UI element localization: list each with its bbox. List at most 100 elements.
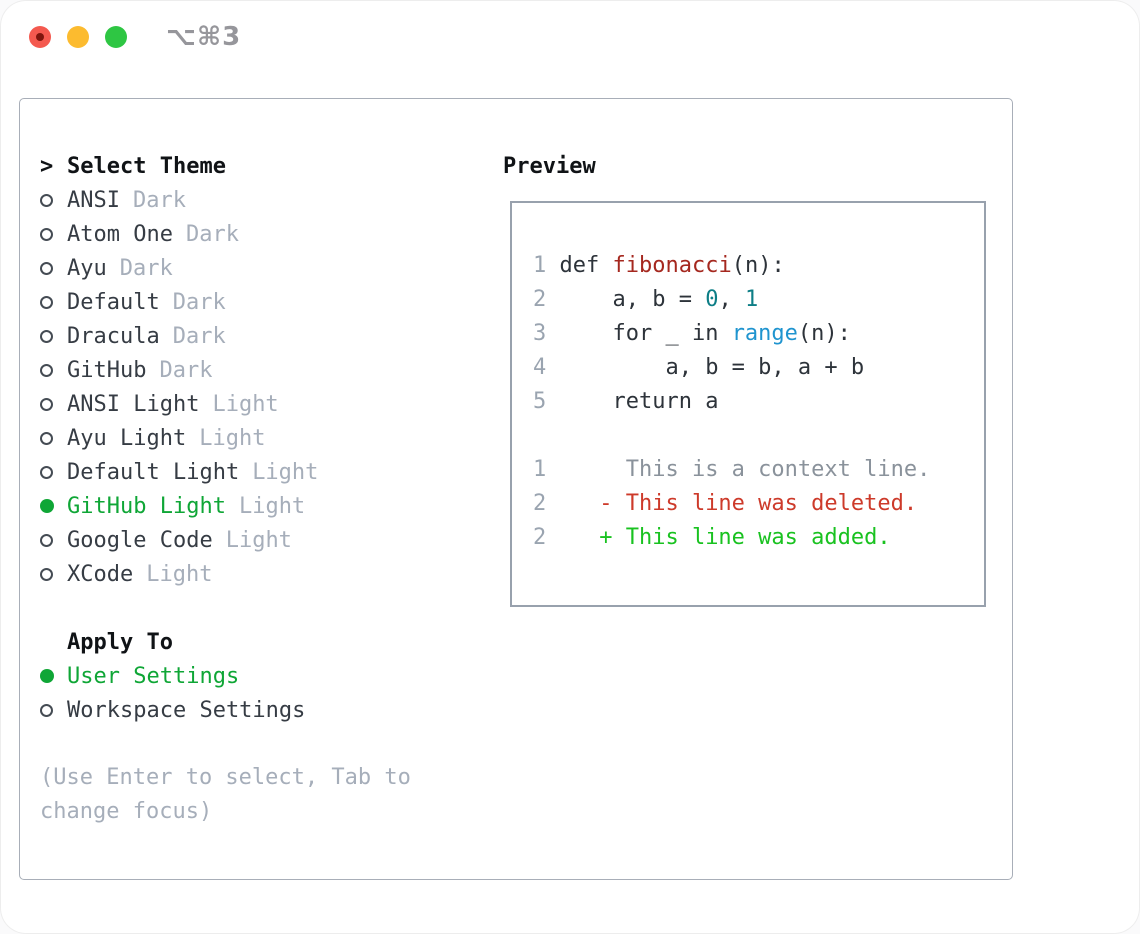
close-button[interactable] <box>29 26 51 48</box>
line-number: 5 <box>533 389 547 414</box>
option-variant: Light <box>238 493 306 519</box>
radio-slot <box>40 703 67 717</box>
radio-unselected-icon <box>40 567 53 581</box>
option-label: Atom One <box>67 221 173 247</box>
spacer-row <box>40 591 480 625</box>
radio-slot <box>40 669 67 683</box>
radio-slot <box>40 431 67 445</box>
line-number: 2 <box>533 491 547 516</box>
radio-unselected-icon <box>40 227 53 241</box>
theme-option[interactable]: Dracula Dark <box>40 319 480 353</box>
theme-option[interactable]: XCode Light <box>40 557 480 591</box>
option-label: GitHub <box>67 357 147 383</box>
code-token: 1 <box>744 287 759 312</box>
option-label: GitHub Light <box>67 493 226 519</box>
option-label: Dracula <box>67 323 160 349</box>
radio-selected-icon <box>40 499 54 513</box>
option-label: XCode <box>67 561 134 587</box>
code-token: return a <box>546 389 719 414</box>
unsaved-dot-icon <box>36 33 44 41</box>
radio-unselected-icon <box>40 295 53 309</box>
theme-option[interactable]: Default Dark <box>40 285 480 319</box>
option-variant: Dark <box>119 255 173 281</box>
apply-option[interactable]: User Settings <box>40 659 480 693</box>
preview-title-row: Preview <box>503 149 596 183</box>
minimize-button[interactable] <box>67 26 89 48</box>
radio-unselected-icon <box>40 431 53 445</box>
radio-slot <box>40 329 67 343</box>
window-shortcut-label: ⌥⌘3 <box>166 22 242 52</box>
radio-unselected-icon <box>40 193 53 207</box>
code-token: - This line was deleted. <box>546 491 918 516</box>
code-token: def <box>546 253 613 278</box>
spacer-row <box>40 727 480 761</box>
theme-list-title: Select Theme <box>67 153 226 179</box>
code-token: 0 <box>705 287 719 312</box>
apply-to-title-row: Apply To <box>40 625 480 659</box>
radio-unselected-icon <box>40 397 53 411</box>
line-number: 3 <box>533 321 547 346</box>
option-label: Default Light <box>67 459 240 485</box>
option-variant: Dark <box>172 289 226 315</box>
hint-line-1: (Use Enter to select, Tab to <box>40 765 411 790</box>
line-number: 4 <box>533 355 547 380</box>
theme-option[interactable]: Default Light Light <box>40 455 480 489</box>
radio-slot <box>40 227 67 241</box>
option-variant: Dark <box>172 323 226 349</box>
option-variant: Dark <box>132 187 186 213</box>
titlebar: ⌥⌘3 <box>0 0 1140 74</box>
option-label: Workspace Settings <box>67 697 306 723</box>
preview-title: Preview <box>503 153 596 179</box>
radio-slot <box>40 465 67 479</box>
option-variant: Light <box>252 459 319 485</box>
apply-option[interactable]: Workspace Settings <box>40 693 480 727</box>
code-token: , <box>718 287 745 312</box>
radio-unselected-icon <box>40 465 53 479</box>
code-line: 2 + This line was added. <box>533 525 930 559</box>
option-variant: Dark <box>185 221 239 247</box>
code-token: + This line was added. <box>546 525 891 550</box>
code-line: 1 def fibonacci(n): <box>533 253 930 287</box>
theme-option[interactable]: GitHub Light Light <box>40 489 480 523</box>
code-token: (n): <box>797 321 851 346</box>
code-token: a, b = <box>546 287 706 312</box>
code-token: for _ in <box>546 321 732 346</box>
code-token: range <box>731 321 798 346</box>
code-token: a, b = b, a + b <box>546 355 865 380</box>
option-label: Google Code <box>67 527 213 553</box>
option-variant: Light <box>146 561 213 587</box>
code-line: 1 This is a context line. <box>533 457 930 491</box>
radio-unselected-icon <box>40 363 53 377</box>
code-line: 3 for _ in range(n): <box>533 321 930 355</box>
option-label: ANSI Light <box>67 391 200 417</box>
code-token: (n): <box>731 253 785 278</box>
line-number: 1 <box>533 457 547 482</box>
radio-slot <box>40 397 67 411</box>
code-line: 4 a, b = b, a + b <box>533 355 930 389</box>
option-variant: Light <box>199 425 266 451</box>
radio-slot <box>40 533 67 547</box>
option-label: Default <box>67 289 160 315</box>
code-token: fibonacci <box>612 253 732 278</box>
zoom-button[interactable] <box>105 26 127 48</box>
caret-slot: > <box>40 154 67 179</box>
code-line: 2 - This line was deleted. <box>533 491 930 525</box>
radio-unselected-icon <box>40 533 53 547</box>
theme-option[interactable]: Atom One Dark <box>40 217 480 251</box>
radio-slot <box>40 295 67 309</box>
code-line: 5 return a <box>533 389 930 423</box>
theme-list-title-row: > Select Theme <box>40 149 480 183</box>
code-line: 2 a, b = 0, 1 <box>533 287 930 321</box>
